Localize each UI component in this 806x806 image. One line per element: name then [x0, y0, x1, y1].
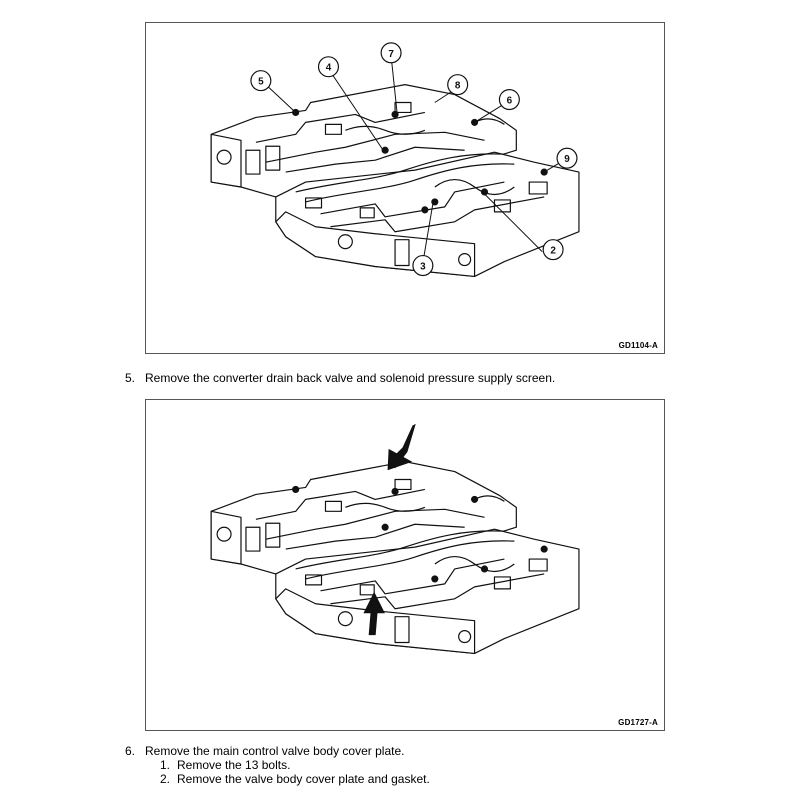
arrow-icon — [363, 591, 385, 614]
callout-label: 3 — [420, 262, 426, 273]
substep-1: 1. Remove the 13 bolts. — [160, 758, 290, 772]
callout-label: 6 — [507, 96, 513, 107]
valve-body-illustration — [210, 423, 580, 655]
substep-number: 2. — [160, 772, 171, 786]
step-number: 6. — [125, 744, 136, 758]
callout-label: 8 — [455, 81, 461, 92]
substep-text: Remove the valve body cover plate and ga… — [177, 772, 430, 786]
step-5: 5. Remove the converter drain back valve … — [125, 371, 555, 385]
valve-body-illustration: 5 4 7 8 6 9 2 3 — [210, 42, 580, 278]
callout-label: 2 — [550, 246, 556, 257]
arrow-icon — [387, 448, 413, 471]
callout-label: 5 — [258, 77, 264, 88]
step-text: Remove the converter drain back valve an… — [145, 371, 556, 385]
step-6: 6. Remove the main control valve body cov… — [125, 744, 404, 758]
callout-label: 4 — [326, 63, 332, 74]
substep-2: 2. Remove the valve body cover plate and … — [160, 772, 430, 786]
figure-valve-body-callouts: 5 4 7 8 6 9 2 3 GD1104-A — [145, 22, 665, 354]
substep-text: Remove the 13 bolts. — [177, 758, 291, 772]
substep-number: 1. — [160, 758, 171, 772]
figure-id-label: GD1104-A — [618, 341, 658, 350]
step-number: 5. — [125, 371, 136, 385]
step-text: Remove the main control valve body cover… — [145, 744, 405, 758]
figure-valve-body-arrows: GD1727-A — [145, 399, 665, 731]
figure-id-label: GD1727-A — [618, 718, 658, 727]
arrow-icon — [368, 610, 378, 636]
callout-label: 9 — [564, 154, 570, 165]
callout-label: 7 — [388, 49, 394, 60]
